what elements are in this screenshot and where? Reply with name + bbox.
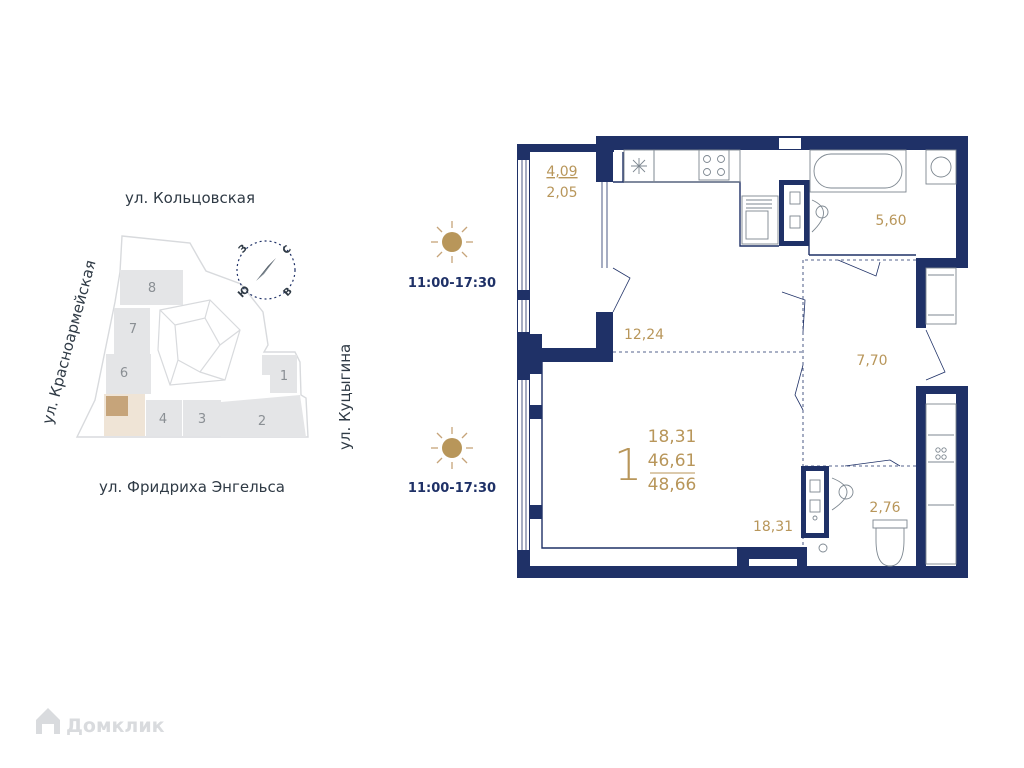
watermark: Домклик — [36, 708, 165, 737]
street-west: ул. Красноармейская — [38, 258, 99, 426]
total-with-balcony: 48,66 — [648, 475, 697, 495]
courtyard-paths — [157, 299, 241, 386]
compass: С З Ю В — [236, 240, 296, 300]
area-summary: 1 18,31 46,61 48,66 — [614, 427, 696, 495]
sun-icon — [431, 221, 473, 263]
area-balcony-b: 2,05 — [546, 185, 577, 201]
floorplan: 4,09 2,05 12,24 5,60 7,70 18,31 2,76 1 1… — [517, 136, 968, 578]
bathroom-fixtures — [789, 149, 957, 325]
area-hall: 7,70 — [856, 353, 887, 369]
street-east: ул. Куцыгина — [336, 344, 354, 450]
total-area: 46,61 — [648, 451, 697, 471]
compass-n: С — [281, 244, 294, 257]
sun-indicator-1: 11:00-17:30 — [408, 221, 496, 291]
stove-icon — [698, 149, 730, 181]
kitchen-fixtures — [623, 149, 779, 245]
site-plan: 8 7 6 4 3 2 1 ул. Кольцовская ул. Фридри… — [38, 189, 354, 496]
block-label-7: 7 — [129, 322, 137, 337]
bathtub-icon — [809, 149, 907, 193]
building-2[interactable] — [221, 395, 306, 437]
sun-indicator-2: 11:00-17:30 — [408, 427, 496, 496]
rooms-count: 1 — [614, 440, 642, 491]
building-1[interactable] — [262, 355, 297, 393]
block-label-8: 8 — [148, 281, 156, 296]
outer-walls — [517, 136, 968, 578]
area-living: 18,31 — [753, 519, 793, 535]
sun-hours-2: 11:00-17:30 — [408, 481, 496, 496]
building-6[interactable] — [106, 354, 151, 394]
counter-icon — [653, 149, 741, 183]
boiler-icon — [925, 267, 957, 325]
building-highlight-flat[interactable] — [106, 396, 128, 416]
area-kitchen: 12,24 — [624, 327, 664, 343]
doors — [612, 259, 946, 467]
compass-e: В — [282, 286, 295, 299]
wc-fixtures — [809, 403, 957, 567]
area-wc: 2,76 — [869, 500, 900, 516]
cabinet-icon — [925, 403, 957, 565]
washing-machine-icon — [925, 149, 957, 185]
compass-w: З — [237, 243, 250, 256]
windows — [518, 138, 926, 550]
wc-basin-icon — [831, 477, 848, 511]
area-bathroom: 5,60 — [875, 213, 906, 229]
compass-ring — [236, 240, 296, 300]
washbasin-icon — [811, 199, 824, 233]
street-south: ул. Фридриха Энгельса — [99, 478, 285, 496]
building-3[interactable] — [183, 400, 221, 436]
area-balcony-a: 4,09 — [546, 164, 577, 180]
living-area: 18,31 — [648, 427, 697, 447]
building-7[interactable] — [114, 308, 150, 354]
building-4[interactable] — [146, 400, 182, 436]
street-north: ул. Кольцовская — [125, 189, 255, 207]
building-8[interactable] — [120, 270, 183, 305]
block-label-6: 6 — [120, 366, 128, 381]
block-label-4: 4 — [159, 412, 167, 427]
sun-icon — [431, 427, 473, 469]
block-label-3: 3 — [198, 412, 206, 427]
zone-dividers — [613, 259, 916, 545]
block-label-2: 2 — [258, 414, 266, 429]
sun-hours-1: 11:00-17:30 — [408, 276, 496, 291]
kitchen-sink-icon — [741, 195, 779, 245]
watermark-text: Домклик — [66, 715, 165, 737]
block-label-1: 1 — [280, 369, 288, 384]
toilet-icon — [875, 527, 905, 567]
domclick-logo-icon — [36, 708, 60, 734]
